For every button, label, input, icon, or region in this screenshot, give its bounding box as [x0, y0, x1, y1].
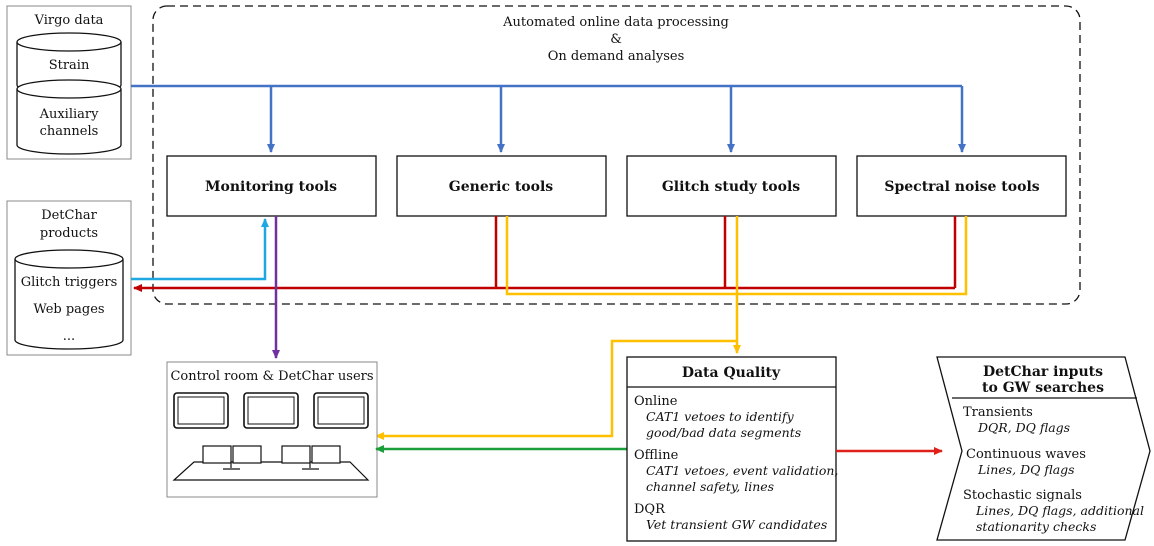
dq-online-line2: good/bad data segments [646, 425, 801, 440]
virgo-data-title: Virgo data [34, 13, 104, 28]
monitor-screen-icon [313, 392, 369, 429]
gw-inputs-stochastic-line2: stationarity checks [976, 519, 1096, 534]
gw-inputs-transients: Transients [963, 405, 1033, 420]
spectral-noise-tools-label: Spectral noise tools [884, 179, 1039, 195]
detchar-products-title-line1: DetChar [41, 208, 97, 223]
auxiliary-label-line2: channels [40, 124, 99, 139]
data-quality-title: Data Quality [682, 365, 781, 381]
strain-label: Strain [49, 58, 90, 73]
gw-inputs-transients-line1: DQR, DQ flags [977, 420, 1070, 435]
monitoring-tools-label: Monitoring tools [205, 179, 337, 195]
gw-inputs-cw-line1: Lines, DQ flags [977, 462, 1075, 477]
generic-tools-box: Generic tools [396, 155, 607, 217]
control-room-title: Control room & DetChar users [170, 369, 373, 384]
dq-online-heading: Online [634, 394, 678, 409]
monitor-screen-icon [243, 392, 299, 429]
blue-data-flow-arrows [131, 84, 966, 153]
spectral-noise-tools-box: Spectral noise tools [856, 155, 1067, 217]
automated-title-line3: On demand analyses [548, 49, 685, 64]
glitch-triggers-label: Glitch triggers [21, 275, 118, 290]
gw-inputs-title-line1: DetChar inputs [983, 364, 1103, 380]
generic-tools-label: Generic tools [449, 179, 554, 195]
auxiliary-cylinder-icon [16, 79, 122, 155]
auxiliary-label-line1: Auxiliary [39, 107, 100, 122]
automated-title-line1: Automated online data processing [502, 15, 729, 30]
desk-workstation-icon [172, 445, 370, 481]
dq-online-line1: CAT1 vetoes to identify [646, 409, 795, 424]
detchar-products-title-line2: products [40, 226, 98, 241]
data-quality-box: Data Quality Online CAT1 vetoes to ident… [626, 356, 838, 542]
glitch-study-tools-box: Glitch study tools [626, 155, 837, 217]
gw-inputs-stochastic-line1: Lines, DQ flags, additional [975, 503, 1144, 518]
glitch-study-tools-label: Glitch study tools [662, 179, 800, 195]
automated-title-line2: & [610, 32, 622, 47]
monitor-screen-icon [173, 392, 229, 429]
gw-inputs-stochastic: Stochastic signals [963, 488, 1082, 503]
monitoring-tools-box: Monitoring tools [166, 155, 377, 217]
gw-inputs-continuous-waves: Continuous waves [966, 447, 1086, 462]
dq-offline-line2: channel safety, lines [646, 479, 774, 494]
gw-search-inputs-box: DetChar inputs to GW searches Transients… [936, 356, 1151, 541]
lightblue-glitch-trigger-arrow [131, 218, 269, 281]
web-pages-label: Web pages [33, 302, 104, 317]
red-products-arrow [133, 216, 957, 292]
dq-dqr-line1: Vet transient GW candidates [646, 517, 827, 532]
dq-offline-heading: Offline [634, 448, 679, 463]
products-cylinder-icon [14, 249, 124, 350]
gw-inputs-title-line2: to GW searches [982, 380, 1104, 396]
yellow-quality-flow-arrows [375, 216, 968, 440]
dq-dqr-heading: DQR [634, 502, 666, 517]
dq-offline-line1: CAT1 vetoes, event validation, [646, 463, 838, 478]
more-products-label: ... [63, 329, 75, 344]
automated-processing-region: Automated online data processing & On de… [152, 5, 1081, 305]
control-room-box: Control room & DetChar users [166, 361, 378, 498]
virgo-data-box: Virgo data Strain Auxiliary channels [6, 5, 132, 160]
detchar-products-box: DetChar products Glitch triggers Web pag… [6, 200, 132, 356]
